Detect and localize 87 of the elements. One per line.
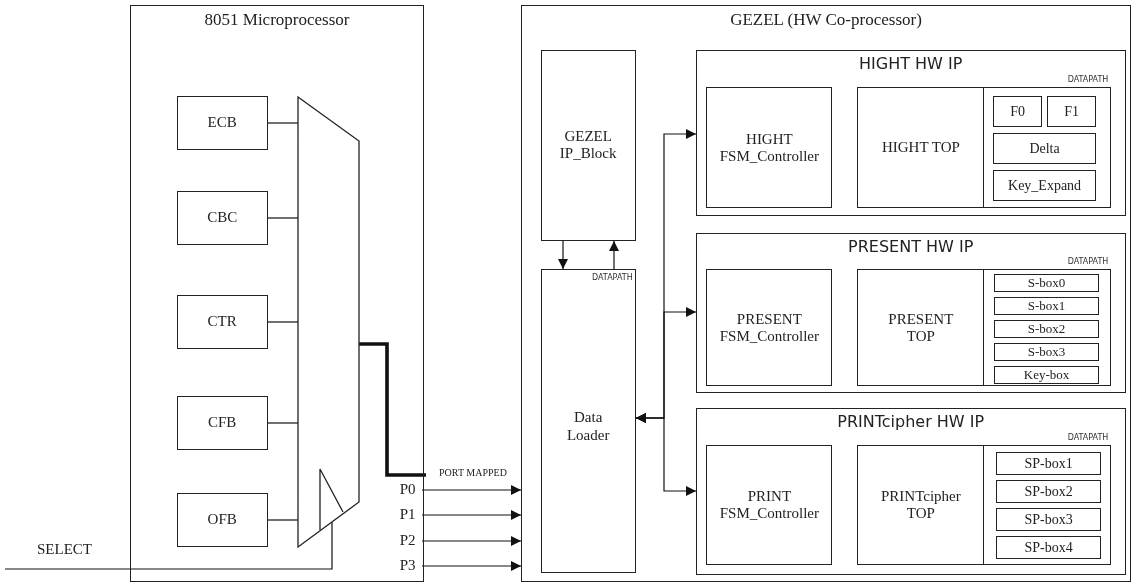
- box-label: GEZEL IP_Block: [558, 127, 618, 163]
- panel-title: HIGHT HW IP: [858, 53, 964, 73]
- module-box: [993, 170, 1097, 202]
- module-box: [706, 445, 833, 566]
- box-label: PRESENT FSM_Controller: [718, 310, 820, 346]
- module-box: [996, 508, 1102, 532]
- multiplexer-symbol: [297, 96, 359, 547]
- module-box: [706, 269, 833, 387]
- mode-box: [176, 190, 268, 245]
- connector-line: [267, 321, 299, 323]
- box-label: S-box1: [1027, 298, 1066, 314]
- box-label: ECB: [207, 114, 237, 132]
- box-label: SP-box4: [1024, 539, 1073, 556]
- module-box: [1047, 96, 1097, 128]
- box-label: S-box0: [1027, 275, 1066, 291]
- box-label: Key-box: [1023, 367, 1070, 383]
- port-label: P0: [399, 480, 416, 498]
- box-label: SP-box2: [1024, 483, 1073, 500]
- ip-core-panel: [695, 407, 1126, 575]
- module-box: [857, 269, 985, 387]
- panel-title: PRINTcipher HW IP: [836, 411, 986, 431]
- box-label: CTR: [207, 313, 237, 331]
- connector-line: [267, 122, 299, 124]
- box-label: CBC: [207, 209, 238, 227]
- module-box: [994, 366, 1100, 385]
- module-box: [994, 343, 1100, 362]
- connector-line: [267, 217, 299, 219]
- box-label: PRESENT TOP: [887, 310, 955, 346]
- mode-box: [176, 395, 268, 450]
- module-box: [996, 480, 1102, 504]
- box-label: PRINT FSM_Controller: [718, 488, 820, 523]
- ip-core-panel: [695, 49, 1126, 216]
- port-label: P3: [399, 556, 416, 574]
- box-label: Key_Expand: [1008, 177, 1082, 194]
- panel-title: 8051 Microprocessor: [203, 10, 351, 30]
- module-box: [994, 297, 1100, 316]
- box-label: PRINTcipher TOP: [880, 488, 962, 523]
- box-label: SP-box1: [1024, 455, 1073, 472]
- module-box: [540, 49, 636, 241]
- box-label: S-box2: [1027, 321, 1066, 337]
- box-label: CFB: [208, 414, 237, 432]
- port-label: P1: [399, 505, 416, 523]
- box-label: S-box3: [1027, 344, 1066, 360]
- module-box: [857, 87, 985, 209]
- connector-line: [267, 422, 299, 424]
- signal-label: SELECT: [37, 541, 92, 559]
- box-label: HIGHT FSM_Controller: [718, 130, 820, 166]
- box-label: F1: [1064, 103, 1079, 120]
- module-box: [706, 87, 833, 209]
- arrow: [421, 536, 522, 546]
- connector-line: [267, 519, 299, 521]
- processor-block: [130, 5, 424, 582]
- panel-title: PRESENT HW IP: [847, 236, 975, 256]
- arrow: [421, 561, 522, 571]
- arrow: [558, 240, 568, 270]
- module-box: [993, 96, 1043, 128]
- coprocessor-block: [521, 5, 1131, 582]
- mode-box: [176, 492, 268, 547]
- arrow: [421, 510, 522, 520]
- mode-box: [176, 95, 268, 150]
- port-label: P2: [399, 531, 416, 549]
- box-label: Data Loader: [565, 409, 611, 444]
- datapath-label: DATAPATH: [1067, 433, 1109, 443]
- module-box: [994, 274, 1100, 293]
- panel-title: GEZEL (HW Co-processor): [729, 10, 923, 30]
- arrow: [421, 485, 522, 495]
- module-box: [994, 320, 1100, 339]
- box-label: Delta: [1029, 140, 1060, 157]
- module-box: [540, 268, 636, 573]
- box-label: SP-box3: [1024, 511, 1073, 528]
- box-label: HIGHT TOP: [881, 139, 960, 157]
- box-label: OFB: [207, 511, 237, 529]
- module-box: [857, 445, 985, 566]
- datapath-label: DATAPATH: [1067, 75, 1109, 85]
- ip-core-panel: [695, 232, 1126, 393]
- datapath-label: DATAPATH: [1067, 257, 1109, 267]
- module-box: [993, 133, 1097, 165]
- signal-label: PORT MAPPED: [439, 467, 507, 479]
- arrow: [609, 240, 619, 270]
- mode-box: [176, 294, 268, 349]
- connector-line: [359, 342, 426, 477]
- box-label: F0: [1010, 103, 1025, 120]
- connector-line: [4, 521, 333, 570]
- module-box: [996, 452, 1102, 476]
- arrow: [635, 413, 697, 496]
- datapath-label: DATAPATH: [592, 272, 633, 282]
- module-box: [996, 536, 1102, 560]
